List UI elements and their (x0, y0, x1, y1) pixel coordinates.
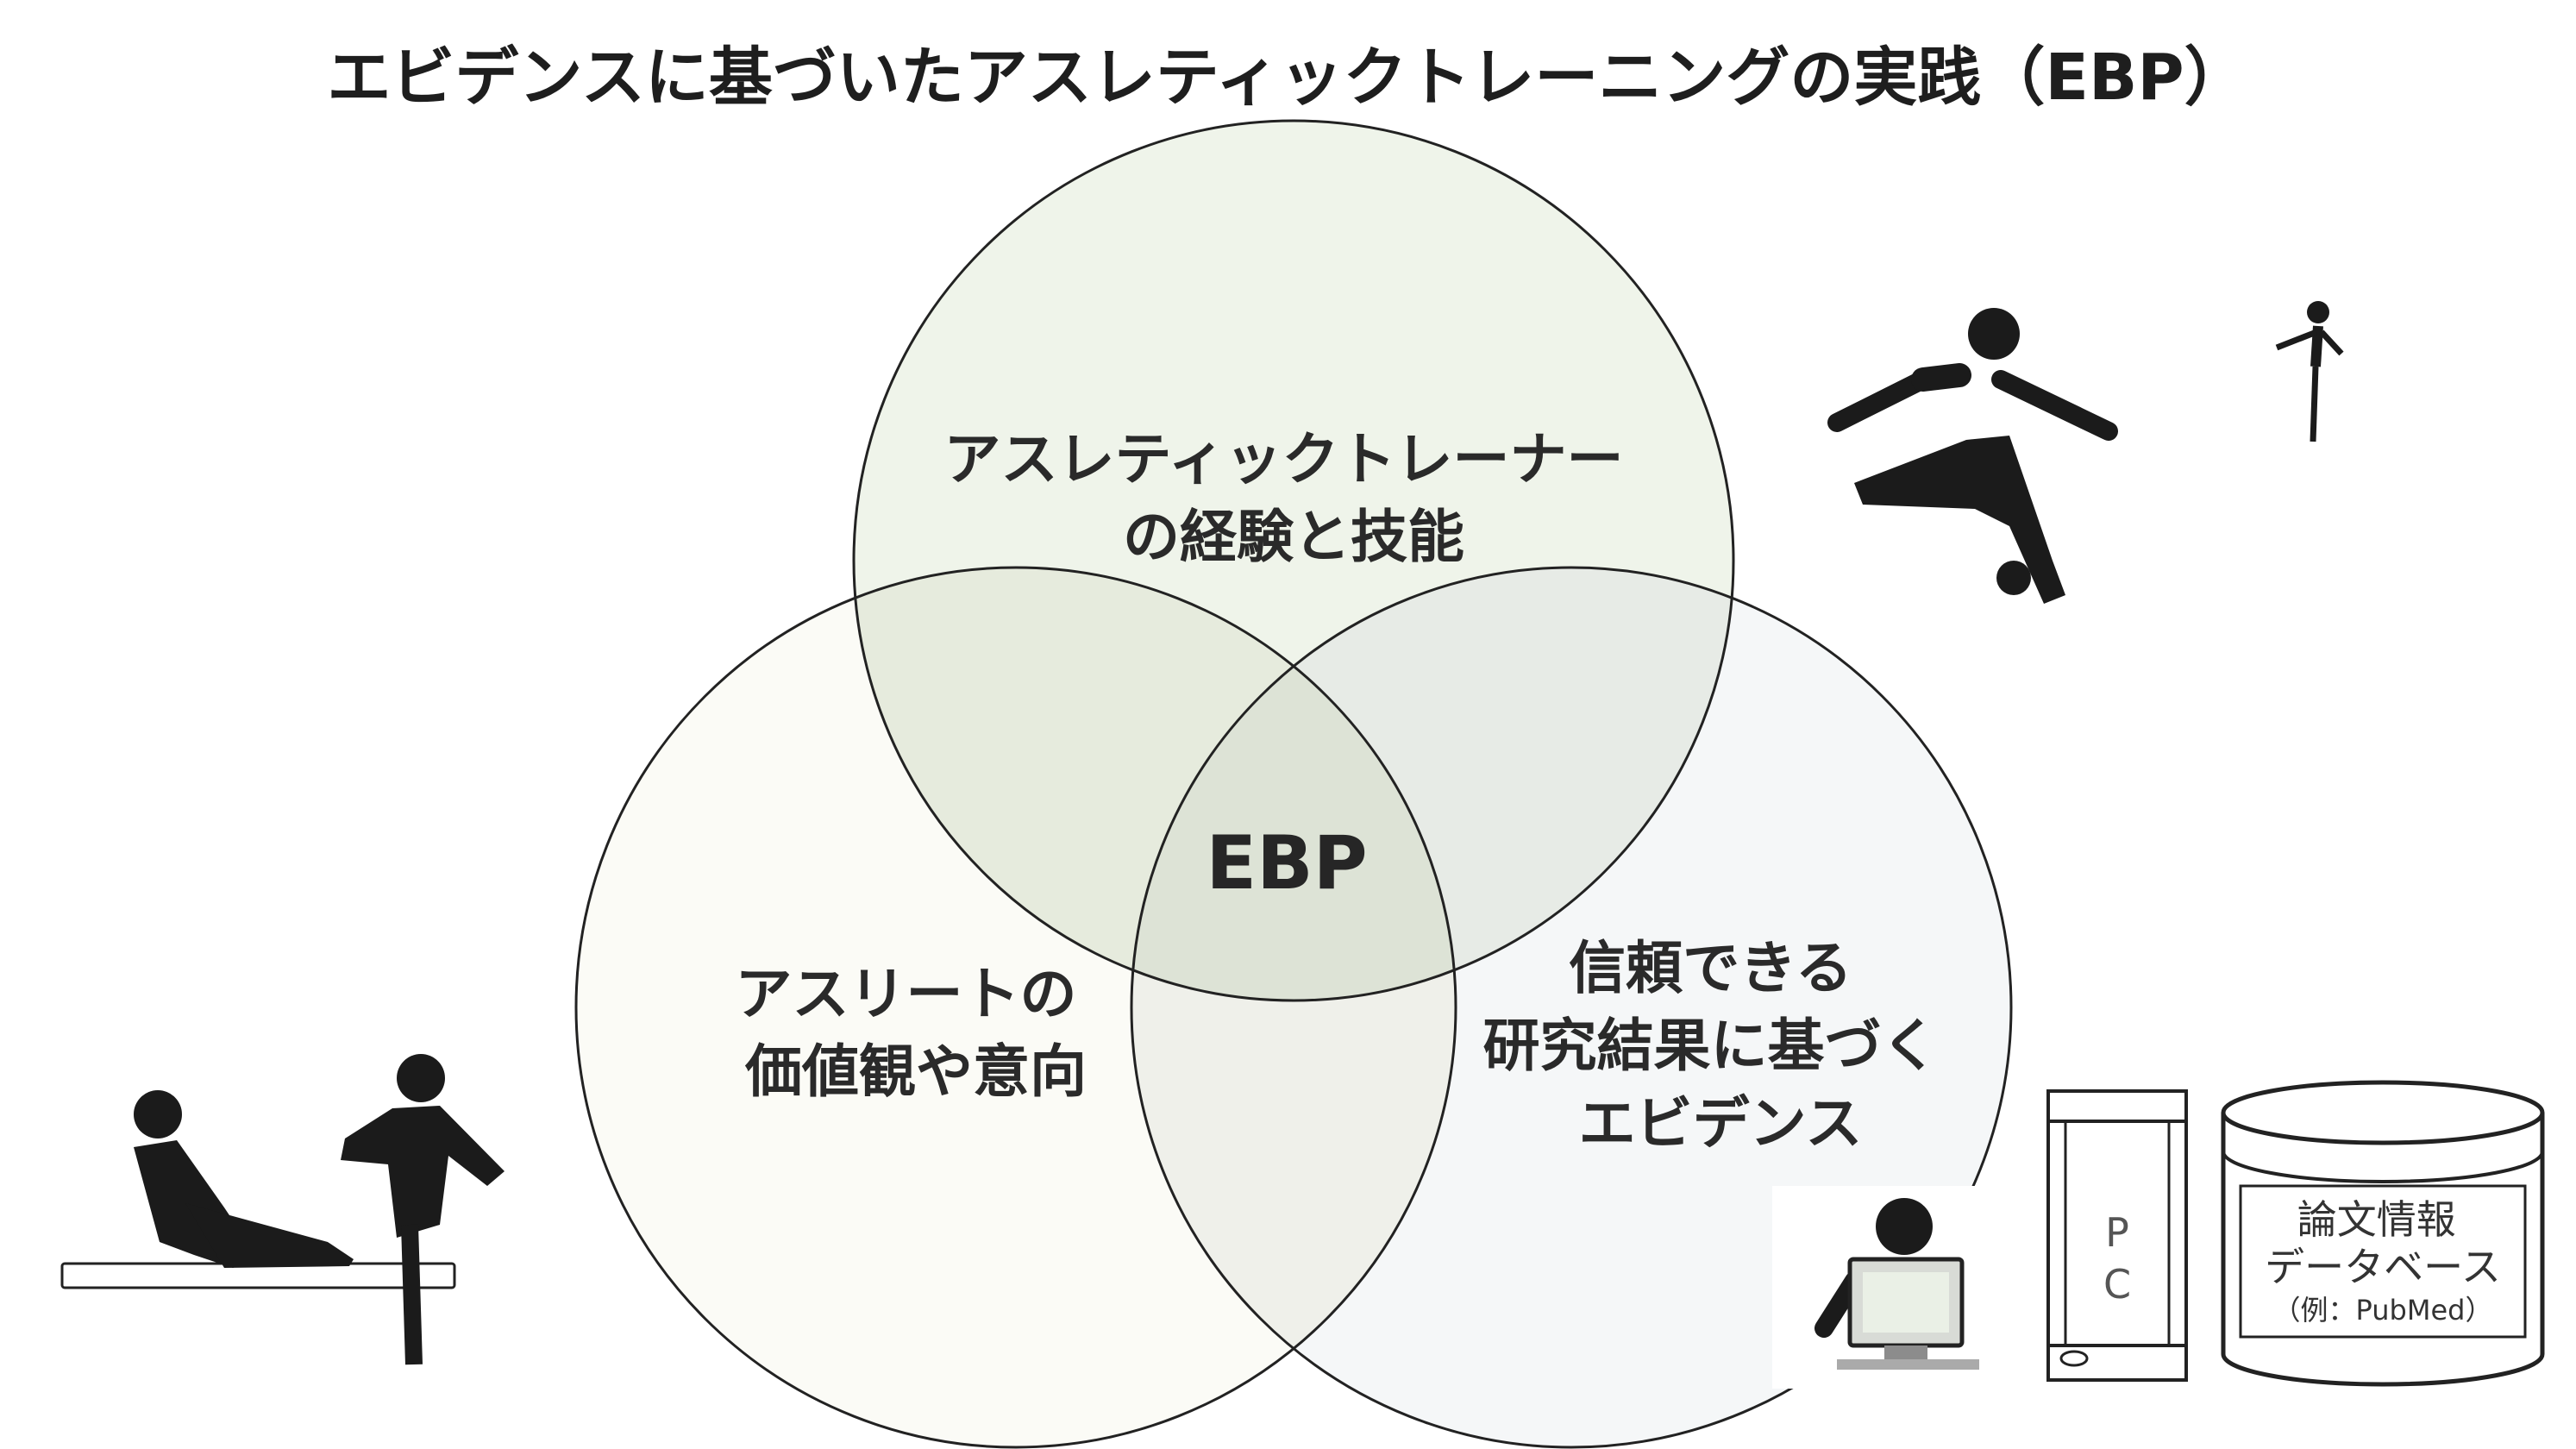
circle-outline-left (574, 566, 1457, 1449)
label-evidence-line-3: エビデンス (1579, 1090, 1863, 1157)
database-label-line-2: データベース (2265, 1244, 2501, 1290)
label-trainer-expertise: アスレティックトレーナー の経験と技能 (943, 426, 1643, 570)
trainer-treating-athlete-icon (60, 1054, 505, 1365)
label-trainer-line-2: の経験と技能 (1123, 504, 1464, 570)
person-at-computer-icon (1772, 1186, 1979, 1389)
pc-letter-p: P (2105, 1209, 2129, 1256)
small-runner-icon (2275, 301, 2344, 442)
center-ebp-label: EBP (1206, 820, 1367, 906)
diagram-title: エビデンスに基づいたアスレティックトレーニングの実践（EBP） (327, 41, 2247, 115)
pc-tower-icon: P C (2046, 1089, 2188, 1382)
soccer-player-icon (1827, 308, 2118, 604)
overlap-center (1131, 568, 1456, 1000)
pc-letter-c: C (2103, 1261, 2131, 1308)
label-trainer-line-1: アスレティックトレーナー (943, 426, 1623, 492)
database-cylinder-icon: 論文情報 データベース （例：PubMed） (2221, 1080, 2545, 1387)
label-evidence-line-1: 信頼できる (1569, 935, 1852, 1001)
database-label-line-1: 論文情報 (2297, 1196, 2456, 1243)
circle-outline-right (1130, 566, 2013, 1449)
label-evidence-line-2: 研究結果に基づく (1483, 1013, 1939, 1079)
label-athlete-line-2: 価値観や意向 (744, 1038, 1087, 1105)
database-label: 論文情報 データベース (2265, 1196, 2501, 1290)
label-athlete-line-1: アスリートの (736, 961, 1077, 1027)
label-research-evidence: 信頼できる 研究結果に基づく エビデンス (1483, 935, 1959, 1157)
database-example-label: （例：PubMed） (2273, 1294, 2493, 1327)
label-athlete-values: アスリートの 価値観や意向 (736, 961, 1097, 1105)
venn-diagram: アスレティックトレーナー の経験と技能 アスリートの 価値観や意向 信頼できる … (574, 119, 2013, 1449)
circle-outline-top (852, 119, 1735, 1002)
